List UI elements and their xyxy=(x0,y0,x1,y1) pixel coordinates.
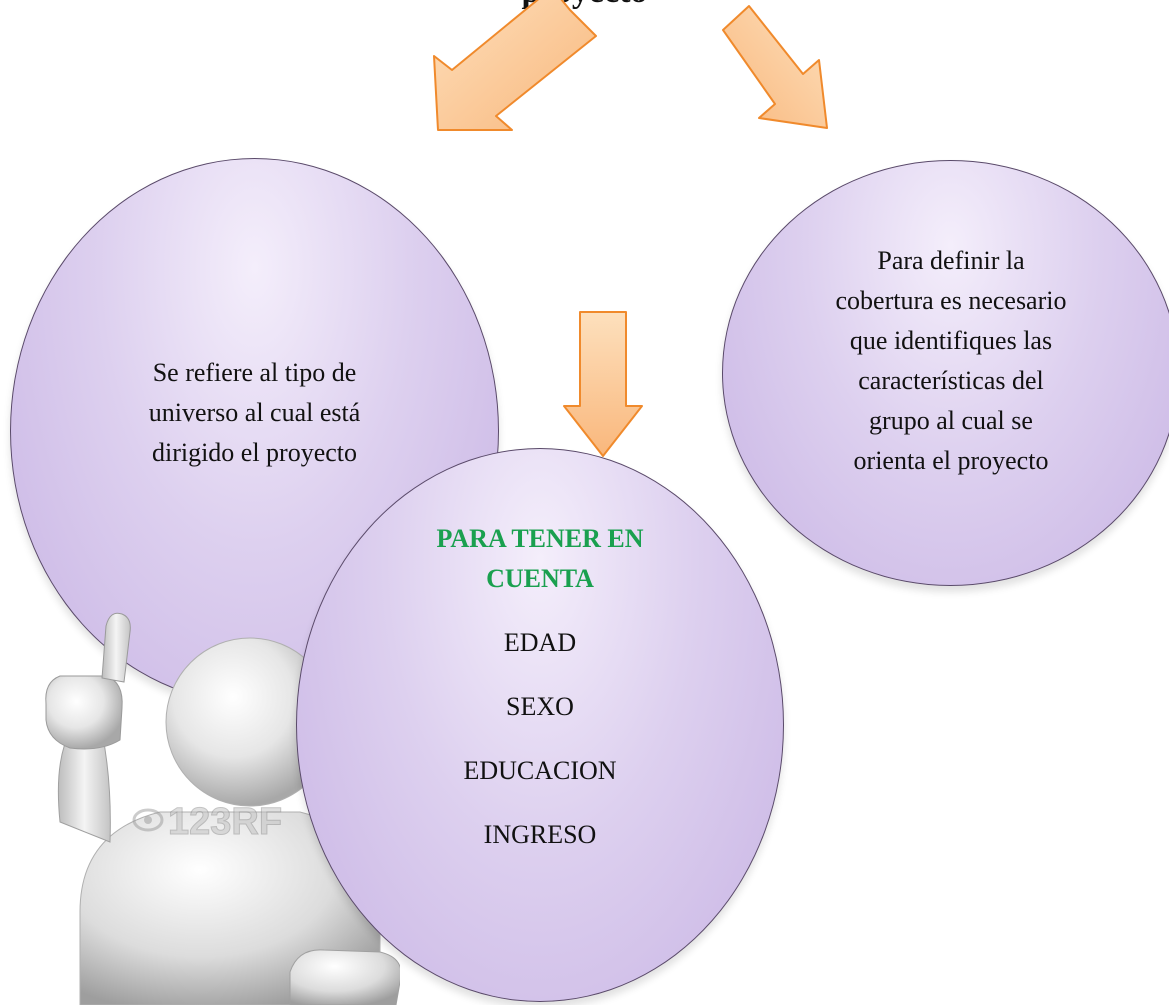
bubble-universe-text: Se refiere al tipo de universo al cual e… xyxy=(148,358,361,467)
bubble-coverage: Para definir la cobertura es necesario q… xyxy=(722,160,1169,586)
watermark-logo: 123RF xyxy=(132,801,283,844)
item-income: INGRESO xyxy=(483,820,597,849)
arrow-down-icon xyxy=(563,311,643,457)
item-age: EDAD xyxy=(503,628,577,657)
arrow-down-right-icon xyxy=(722,5,828,129)
item-sex: SEXO xyxy=(506,692,574,721)
pointing-person-figure: 123RF xyxy=(45,612,400,1005)
bubble-keep-in-mind-heading: PARA TENER EN CUENTA xyxy=(436,524,644,593)
top-heading-fragment: proyecto xyxy=(0,0,1169,12)
item-education: EDUCACION xyxy=(463,756,617,785)
arrow-down-left-icon xyxy=(433,0,597,131)
bubble-coverage-text: Para definir la cobertura es necesario q… xyxy=(835,246,1067,475)
svg-text:123RF: 123RF xyxy=(168,801,282,843)
bubble-keep-in-mind: PARA TENER EN CUENTA EDAD SEXO EDUCACION… xyxy=(296,448,784,1002)
